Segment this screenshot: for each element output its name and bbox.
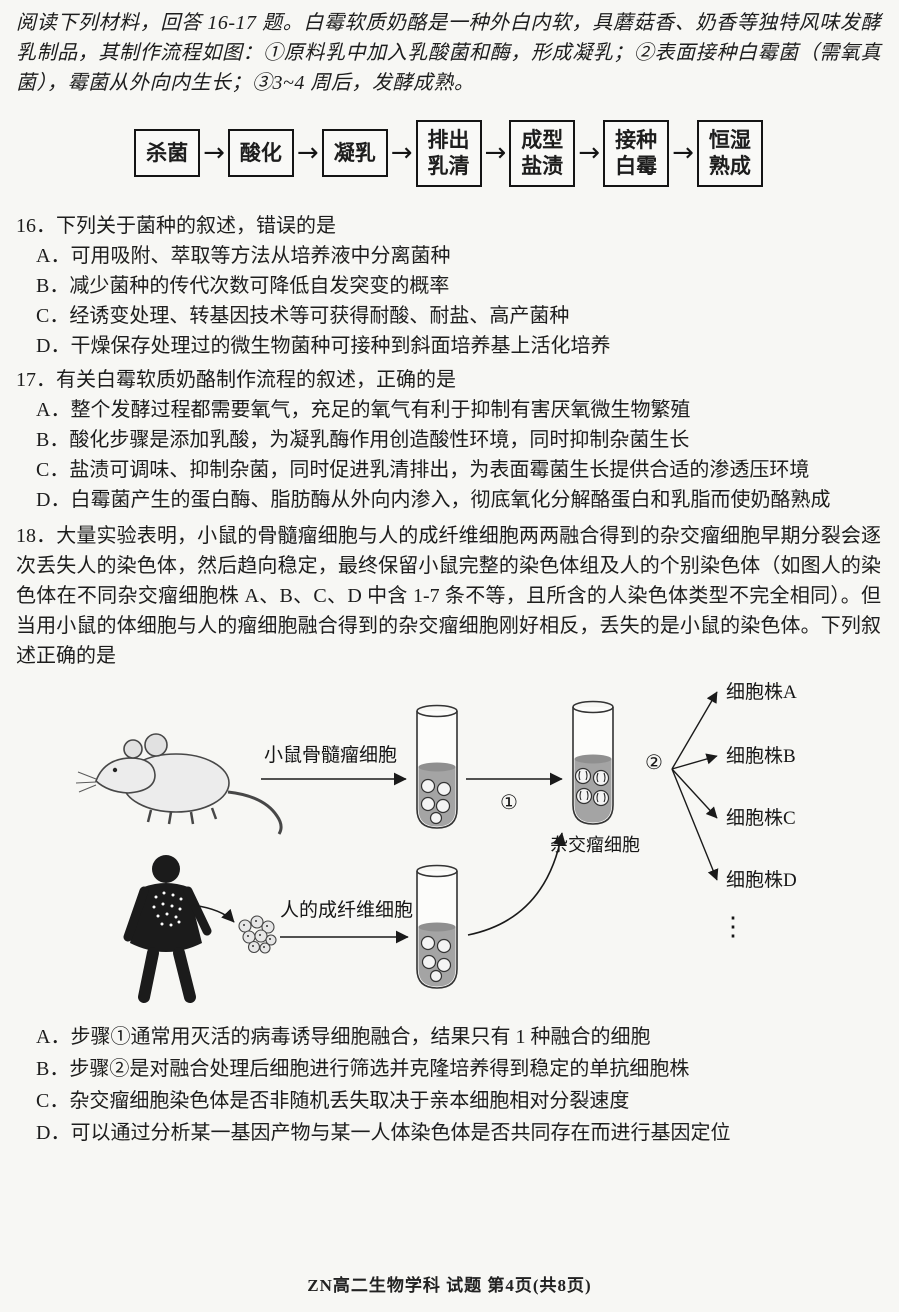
human-illustration <box>123 854 235 1003</box>
flow-arrow-icon: → <box>390 138 413 169</box>
fibroblast-speckles <box>152 891 183 926</box>
mouse-cell-tube <box>416 704 458 829</box>
hybridoma-tube <box>572 700 614 825</box>
cell-line-c-label: 细胞株C <box>726 807 796 829</box>
step1-label: ① <box>500 792 518 814</box>
flow-arrow-icon: → <box>203 138 225 169</box>
cell-line-fan <box>671 690 719 881</box>
question-18-options: A．步骤①通常用灭活的病毒诱导细胞融合，结果只有 1 种融合的细胞 B．步骤②是… <box>16 1021 881 1149</box>
flow-step-acidify: 酸化 <box>227 129 294 178</box>
question-17-option-b: B．酸化步骤是添加乳酸，为凝乳酶作用创造酸性环境，同时抑制杂菌生长 <box>36 428 690 451</box>
question-18-option-d: D．可以通过分析某一基因产物与某一人体染色体是否共同存在而进行基因定位 <box>36 1121 731 1144</box>
flow-step-curdle: 凝乳 <box>321 129 388 178</box>
human-cell-tube <box>416 864 458 989</box>
intro-paragraph: 阅读下列材料，回答 16-17 题。白霉软质奶酪是一种外白内软，具蘑菇香、奶香等… <box>16 12 881 94</box>
question-16: 16．下列关于菌种的叙述，错误的是 A．可用吸附、萃取等方法从培养液中分离菌种 … <box>16 211 881 361</box>
flow-step-mold-salt: 成型 盐渍 <box>509 120 576 187</box>
flow-step-sterilize: 杀菌 <box>134 129 201 178</box>
question-17: 17．有关白霉软质奶酪制作流程的叙述，正确的是 A．整个发酵过程都需要氧气，充足… <box>16 365 881 515</box>
flow-arrow-icon: → <box>484 138 507 169</box>
ellipsis-dots: ⋮ <box>720 912 746 941</box>
question-18: 18．大量实验表明，小鼠的骨髓瘤细胞与人的成纤维细胞两两融合得到的杂交瘤细胞早期… <box>16 521 881 671</box>
step2-label: ② <box>645 752 663 774</box>
question-17-stem: 17．有关白霉软质奶酪制作流程的叙述，正确的是 <box>16 368 456 391</box>
flow-arrow-icon: → <box>672 138 694 169</box>
cell-line-b-label: 细胞株B <box>726 745 796 767</box>
flow-step-label: 凝乳 <box>333 141 376 166</box>
question-18-stem: 18．大量实验表明，小鼠的骨髓瘤细胞与人的成纤维细胞两两融合得到的杂交瘤细胞早期… <box>16 524 881 667</box>
question-16-stem: 16．下列关于菌种的叙述，错误的是 <box>16 214 336 237</box>
flow-step-label: 酸化 <box>239 141 282 166</box>
question-17-option-c: C．盐渍可调味、抑制杂菌，同时促进乳清排出，为表面霉菌生长提供合适的渗透压环境 <box>36 458 810 481</box>
fibroblast-clump <box>238 914 277 954</box>
question-18-option-a: A．步骤①通常用灭活的病毒诱导细胞融合，结果只有 1 种融合的细胞 <box>36 1025 651 1048</box>
flow-step-label: 接种 白霉 <box>615 128 658 179</box>
flow-step-label: 排出 乳清 <box>427 128 470 179</box>
question-17-option-a: A．整个发酵过程都需要氧气，充足的氧气有利于抑制有害厌氧微生物繁殖 <box>36 398 691 421</box>
mouse-cell-label: 小鼠骨髓瘤细胞 <box>264 744 397 766</box>
question-16-option-b: B．减少菌种的传代次数可降低自发突变的概率 <box>36 274 450 297</box>
human-tube-to-hybridoma-arrow <box>467 831 567 936</box>
hybridoma-label: 杂交瘤细胞 <box>550 835 640 855</box>
flow-step-inoculate-mold: 接种 白霉 <box>603 120 670 187</box>
flow-step-label: 杀菌 <box>146 141 189 166</box>
mouse-illustration <box>75 732 283 835</box>
flow-arrow-icon: → <box>578 138 601 169</box>
flow-step-ripen: 恒湿 熟成 <box>696 120 763 187</box>
question-18-option-c: C．杂交瘤细胞染色体是否非随机丢失取决于亲本细胞相对分裂速度 <box>36 1089 630 1112</box>
question-17-option-d: D．白霉菌产生的蛋白酶、脂肪酶从外向内渗入，彻底氧化分解酪蛋白和乳脂而使奶酪熟成 <box>36 488 831 511</box>
page-footer: ZN高二生物学科 试题 第4页(共8页) <box>307 1276 592 1295</box>
cell-line-d-label: 细胞株D <box>726 869 797 891</box>
q18-diagram: 小鼠骨髓瘤细胞 ① <box>16 679 899 1011</box>
question-16-option-d: D．干燥保存处理过的微生物菌种可接种到斜面培养基上活化培养 <box>36 334 611 357</box>
question-16-option-a: A．可用吸附、萃取等方法从培养液中分离菌种 <box>36 244 451 267</box>
flow-step-drain-whey: 排出 乳清 <box>415 120 482 187</box>
flow-step-label: 成型 盐渍 <box>521 128 564 179</box>
question-18-option-b: B．步骤②是对融合处理后细胞进行筛选并克隆培养得到稳定的单抗细胞株 <box>36 1057 690 1080</box>
hybridoma-diagram-svg: 小鼠骨髓瘤细胞 ① <box>75 681 797 1003</box>
cheese-flowchart: 杀菌 → 酸化 → 凝乳 → 排出 乳清 → 成型 盐渍 → 接种 白霉 → 恒… <box>26 120 871 187</box>
question-16-option-c: C．经诱变处理、转基因技术等可获得耐酸、耐盐、高产菌种 <box>36 304 570 327</box>
human-cell-label: 人的成纤维细胞 <box>280 899 413 921</box>
chromosome-marks <box>578 770 606 802</box>
cell-line-a-label: 细胞株A <box>726 681 797 703</box>
flow-step-label: 恒湿 熟成 <box>708 128 751 179</box>
flow-arrow-icon: → <box>296 138 319 169</box>
